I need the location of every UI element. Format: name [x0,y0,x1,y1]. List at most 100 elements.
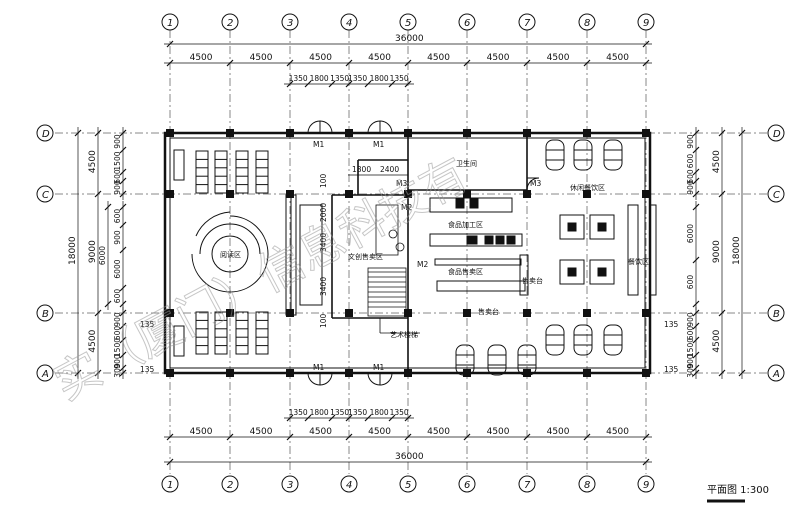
bookshelf [214,150,228,194]
cafe-tables [455,139,657,376]
dim-label: 1500 [686,338,695,357]
door-m1-top-left: M1 [313,140,324,149]
column-B1 [166,309,174,317]
dim-tick [642,458,650,466]
axis-label-C: C [773,190,780,201]
axis-label-7: 7 [524,18,531,29]
square-table [589,214,615,240]
food-prep-equipment [429,197,529,296]
column-C1 [166,190,174,198]
dim-tick [74,369,82,377]
column-B7 [523,309,531,317]
axis-label-5: 5 [405,480,411,491]
door-m1-bottom-right: M1 [373,363,384,372]
axis-bubble-3 [281,13,299,31]
axis-bubble-B [36,304,54,322]
axis-label-8: 8 [584,18,590,29]
column-A9 [642,369,650,377]
dim-label: 9000 [88,240,98,263]
axis-bubble-8 [578,475,596,493]
dim-tick [692,190,700,198]
dim-label: 4500 [190,427,213,437]
dim-tick [523,59,531,67]
door-m1-top-right: M1 [373,140,384,149]
dim-label: 4500 [88,150,98,173]
dim-label: 18000 [732,236,742,265]
dim-label: 900 [113,134,122,149]
door-m2-b: M2 [401,203,412,212]
dim-1800: 1800 [352,165,371,174]
dim-label: 1350 [330,74,349,83]
dim-label: 4500 [547,53,570,63]
dim-label: 1350 [348,74,367,83]
bookshelves [173,149,269,357]
bookshelf [235,150,249,194]
dim-tick [94,190,102,198]
dim-label: 4500 [606,53,629,63]
column-D1 [166,129,174,137]
dim-tick [523,433,531,441]
table-center [567,222,577,232]
bookshelf [235,311,249,355]
column-B6 [463,309,471,317]
dim-tick [119,190,127,198]
door-m1-bottom-left: M1 [313,363,324,372]
axis-bubble-5 [399,13,417,31]
dim-tick [738,129,746,137]
stair-label: 艺术楼梯 [390,330,418,339]
dim-tick [692,322,700,330]
dim-135-b: 135 [140,365,155,374]
axis-bubble-7 [518,13,536,31]
counter-label: 售卖台 [522,276,543,285]
table-center [597,267,607,277]
dim-tick [388,414,396,422]
column-A8 [583,369,591,377]
axis-label-6: 6 [464,18,470,29]
dim-tick [404,414,412,422]
dim-label: 900 [686,354,695,369]
dim-tick [692,336,700,344]
column-A7 [523,369,531,377]
axis-bubble-3 [281,475,299,493]
dim-100-bottom: 100 [319,313,328,328]
dim-135-c: 135 [664,320,679,329]
dim-tick [104,300,112,308]
dim-tick [364,414,372,422]
dim-label: 1800 [370,408,389,417]
axis-label-4: 4 [346,18,352,29]
dim-tick [166,458,174,466]
dim-tick [94,309,102,317]
dim-tick [692,129,700,137]
column-D2 [226,129,234,137]
axis-label-1: 1 [167,480,173,491]
dim-tick [119,309,127,317]
cafe-table [603,139,623,171]
axis-bubble-5 [399,475,417,493]
cafe-table [545,139,565,171]
column-D4 [345,129,353,137]
square-table [589,259,615,285]
axis-label-2: 2 [227,18,233,29]
dim-135-d: 135 [664,365,679,374]
dim-label: 4500 [309,427,332,437]
dim-tick [119,203,127,211]
dim-tick [119,246,127,254]
dim-label: 600 [686,326,695,341]
column-D3 [286,129,294,137]
axis-label-1: 1 [167,18,173,29]
dim-label: 600 [686,154,695,169]
dim-tick [119,369,127,377]
dim-tick [364,80,372,88]
column-A2 [226,369,234,377]
dim-label: 900 [686,134,695,149]
dim-label: 1500 [113,151,122,170]
axis-bubble-1 [161,13,179,31]
axis-bubble-B [767,304,785,322]
dim-100-top: 100 [319,173,328,188]
bookshelf [255,150,269,194]
bookshelf [195,311,209,355]
dim-tick [642,40,650,48]
axis-bubble-6 [458,13,476,31]
dim-label: 300 [686,363,695,378]
